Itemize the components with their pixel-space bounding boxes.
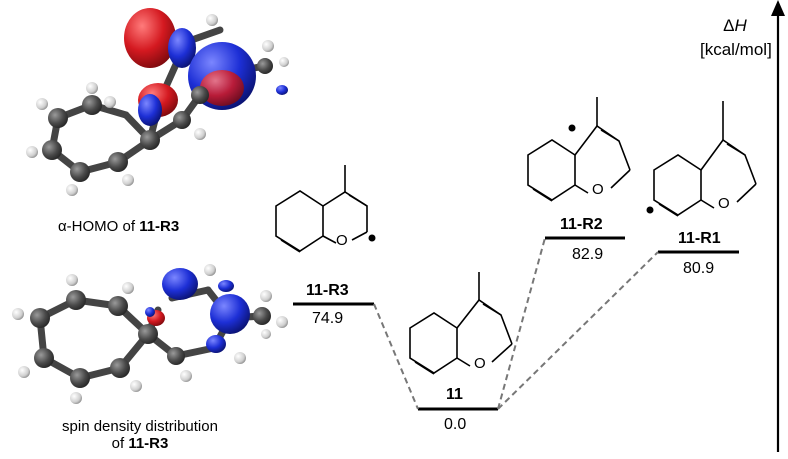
state-value-11-R1: 80.9 <box>683 260 715 277</box>
homo-model <box>26 8 289 196</box>
connector-11-R3-to-11 <box>373 303 419 410</box>
state-name-11: 11 <box>446 386 463 403</box>
homo-caption-compound: 11-R3 <box>139 218 180 235</box>
structure-11 <box>409 272 513 375</box>
structure-11-R3 <box>275 165 368 253</box>
state-value-11-R2: 82.9 <box>572 246 604 263</box>
state-value-11: 0.0 <box>444 416 467 433</box>
oxygen-label-11-R2: O <box>592 181 604 198</box>
structure-11-R2 <box>527 97 631 202</box>
structure-11-R1 <box>653 101 757 217</box>
oxygen-label-11-R1: O <box>718 195 730 212</box>
state-name-11-R2: 11-R2 <box>560 216 603 233</box>
state-name-11-R3: 11-R3 <box>306 282 349 299</box>
axis-symbol-line: ΔH <box>700 14 770 38</box>
oxygen-label-11: O <box>474 355 486 372</box>
state-value-11-R3: 74.9 <box>312 310 344 327</box>
connector-11-to-11-R1 <box>497 251 659 410</box>
homo-caption-prefix: α-HOMO of <box>58 218 140 235</box>
state-name-11-R1: 11-R1 <box>678 230 721 247</box>
spin-caption-compound: 11-R3 <box>128 435 169 452</box>
radical-dot-11-R2 <box>568 124 576 132</box>
spin-caption-prefix: of <box>111 435 129 452</box>
axis-delta: Δ <box>723 16 735 35</box>
spin-caption: spin density distribution of 11-R3 <box>20 418 260 452</box>
oxygen-label-11-R3: O <box>336 232 348 249</box>
energy-axis-arrowhead <box>771 0 785 16</box>
axis-variable: H <box>734 16 747 35</box>
axis-label: ΔH [kcal/mol] <box>700 14 772 62</box>
radical-dot-11-R3 <box>368 234 376 242</box>
spin-density-model <box>12 264 288 404</box>
radical-dot-11-R1 <box>646 206 654 214</box>
spin-caption-line1: spin density distribution <box>62 418 218 435</box>
homo-caption: α-HOMO of 11-R3 <box>58 218 179 235</box>
axis-unit: [kcal/mol] <box>700 40 772 59</box>
